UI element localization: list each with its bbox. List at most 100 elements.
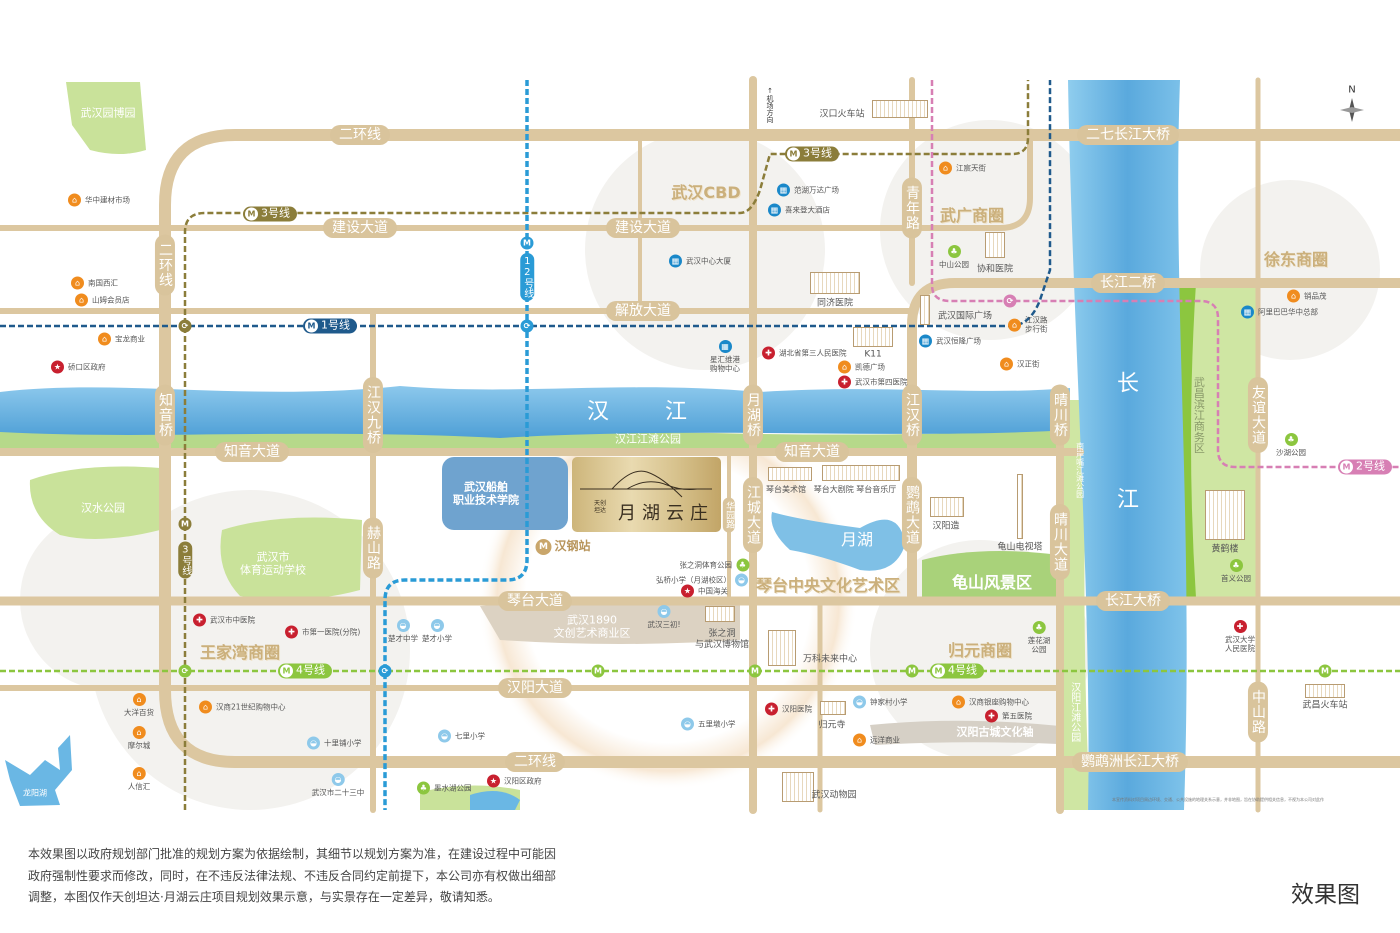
- poi-shop[interactable]: ⌂大洋百货: [124, 693, 154, 717]
- poi-shop[interactable]: ⌂凯德广场: [838, 360, 885, 374]
- poi-shop[interactable]: ⌂华中建材市场: [68, 193, 130, 207]
- poi-park[interactable]: ♣沙湖公园: [1276, 433, 1306, 457]
- poi-shop[interactable]: ⌂摩尔城: [128, 726, 150, 750]
- landmark-label[interactable]: 黄鹤楼: [1211, 544, 1239, 555]
- poi-school[interactable]: ◒钟家村小学: [853, 695, 908, 709]
- poi-school[interactable]: ◒十里铺小学: [307, 736, 362, 750]
- district-label: 王家湾商圈: [199, 642, 281, 662]
- poi-office[interactable]: ▦武汉中心大厦: [669, 254, 731, 268]
- project-logo[interactable]: 天创坦达 月湖云庄: [572, 457, 721, 532]
- metro-icon: M: [932, 664, 945, 678]
- poi-shop[interactable]: ⌂远洋商业: [853, 733, 900, 747]
- poi-hospital[interactable]: ✚第五医院: [985, 709, 1032, 723]
- metro-icon: M: [1340, 460, 1353, 474]
- poi-park[interactable]: ♣墨水湖公园: [417, 781, 472, 795]
- landmark-label[interactable]: 琴台大剧院 琴台音乐厅: [813, 485, 897, 494]
- hospital-cross-icon: ✚: [762, 346, 775, 360]
- poi-school[interactable]: ◒七里小学: [438, 729, 485, 743]
- transfer-station-icon[interactable]: ⟳: [520, 319, 534, 333]
- landmark-label[interactable]: 汉口火车站: [819, 109, 865, 120]
- poi-school[interactable]: ◒五里墩小学: [681, 717, 736, 731]
- poi-office[interactable]: ▦喜来登大酒店: [768, 203, 830, 217]
- landmark-label[interactable]: 万科未来中心: [802, 654, 858, 665]
- art-district-label: 武汉1890 文创艺术商业区: [553, 613, 631, 639]
- poi-shop[interactable]: ⌂山姆会员店: [75, 293, 130, 307]
- metro-station-icon[interactable]: M: [520, 236, 534, 250]
- metro-station-icon[interactable]: M: [905, 664, 919, 678]
- old-town-band: [870, 720, 1060, 745]
- transfer-station-icon[interactable]: ⟳: [1003, 294, 1017, 308]
- poi-hospital[interactable]: ✚武汉市第四医院: [838, 375, 908, 389]
- poi-label: 武汉大学 人民医院: [1225, 635, 1255, 654]
- district-label: 琴台中央文化艺术区: [755, 575, 901, 595]
- poi-shop[interactable]: ⌂南国西汇: [71, 276, 118, 290]
- poi-park[interactable]: ♣首义公园: [1221, 559, 1251, 583]
- poi-label: 华中建材市场: [85, 195, 130, 205]
- metro-line-name: 2号线: [1356, 459, 1385, 473]
- poi-gov[interactable]: ★中国海关: [681, 584, 728, 598]
- poi-school[interactable]: ◒楚才中学: [388, 619, 418, 643]
- poi-label: 十里铺小学: [324, 738, 362, 748]
- metro-station-icon[interactable]: M: [748, 664, 762, 678]
- landmark-label[interactable]: 武昌火车站: [1302, 700, 1348, 711]
- poi-shop[interactable]: ⌂销品茂: [1287, 289, 1327, 303]
- poi-shop[interactable]: ⌂汉商银座购物中心: [952, 695, 1029, 709]
- poi-hospital[interactable]: ✚市第一医院(分院): [285, 625, 360, 639]
- landmark-label[interactable]: 武汉动物园: [811, 790, 857, 801]
- poi-gov[interactable]: ★汉阳区政府: [487, 774, 542, 788]
- poi-shop[interactable]: ⌂汉商21世纪购物中心: [199, 700, 286, 714]
- metro-station-icon[interactable]: M: [591, 664, 605, 678]
- poi-label: 江汉路 步行街: [1025, 315, 1048, 334]
- poi-school[interactable]: ◒武汉市二十三中: [312, 773, 364, 797]
- transfer-station-icon[interactable]: ⟳: [178, 664, 192, 678]
- poi-shop[interactable]: ⌂汉正街: [1000, 357, 1040, 371]
- transfer-station-icon[interactable]: ⟳: [178, 319, 192, 333]
- poi-school[interactable]: ◒武汉三初!: [647, 605, 681, 629]
- metro-icon: M: [535, 539, 552, 555]
- landmark-label[interactable]: 武汉国际广场: [937, 311, 993, 322]
- metro-line-label[interactable]: 12号线: [520, 253, 534, 301]
- poi-park[interactable]: ♣莲花湖 公园: [1028, 621, 1050, 655]
- poi-office[interactable]: ▦范湖万达广场: [777, 183, 839, 197]
- landmark-label[interactable]: 归元寺: [818, 720, 846, 731]
- metro-station-icon[interactable]: M: [1318, 664, 1332, 678]
- poi-park[interactable]: ♣中山公园: [939, 245, 969, 269]
- poi-office[interactable]: ▦阿里巴巴华中总部: [1241, 305, 1318, 319]
- landmark-label[interactable]: 协和医院: [976, 264, 1014, 275]
- poi-gov[interactable]: ★硚口区政府: [51, 360, 106, 374]
- poi-school[interactable]: ◒楚才小学: [422, 619, 452, 643]
- poi-hospital[interactable]: ✚湖北省第三人民医院: [762, 346, 847, 360]
- landmark-label[interactable]: 张之洞 与武汉博物馆: [694, 628, 750, 650]
- shopping-bag-icon: ⌂: [1000, 357, 1013, 371]
- landmark-label[interactable]: 同济医院: [816, 298, 854, 309]
- landmark-label[interactable]: 琴台美术馆: [766, 485, 806, 494]
- poi-park[interactable]: ♣张之洞体育公园: [680, 558, 749, 572]
- metro-line-name: 3号线: [261, 206, 290, 220]
- hospital-cross-icon: ✚: [838, 375, 851, 389]
- poi-label: 山姆会员店: [92, 295, 130, 305]
- poi-label: 喜来登大酒店: [785, 205, 830, 215]
- poi-hospital[interactable]: ✚汉阳医院: [765, 702, 812, 716]
- poi-shop[interactable]: ⌂江汉路 步行街: [1008, 316, 1048, 335]
- metro-line-label[interactable]: 3号线: [178, 541, 192, 579]
- transfer-station-icon[interactable]: ⟳: [378, 664, 392, 678]
- poi-shop[interactable]: ⌂人信汇: [128, 767, 150, 791]
- poi-hospital[interactable]: ✚武汉大学 人民医院: [1225, 620, 1255, 654]
- poi-shop[interactable]: ⌂宝龙商业: [98, 332, 145, 346]
- landmark-label[interactable]: K11: [864, 349, 882, 360]
- poi-school[interactable]: ◒弘桥小学（月湖校区）: [656, 573, 748, 587]
- poi-office[interactable]: ▦星汇维港 购物中心: [710, 340, 740, 374]
- hangang-station[interactable]: M 汉钢站: [535, 539, 591, 555]
- metro-station-icon[interactable]: M: [178, 517, 192, 531]
- poi-hospital[interactable]: ✚武汉市中医院: [193, 613, 255, 627]
- landmark-label[interactable]: 龟山电视塔: [997, 542, 1043, 553]
- landmark-label[interactable]: 汉阳造: [932, 521, 960, 532]
- poi-office[interactable]: ▦武汉恒隆广场: [919, 334, 981, 348]
- poi-shop[interactable]: ⌂江宸天街: [939, 161, 986, 175]
